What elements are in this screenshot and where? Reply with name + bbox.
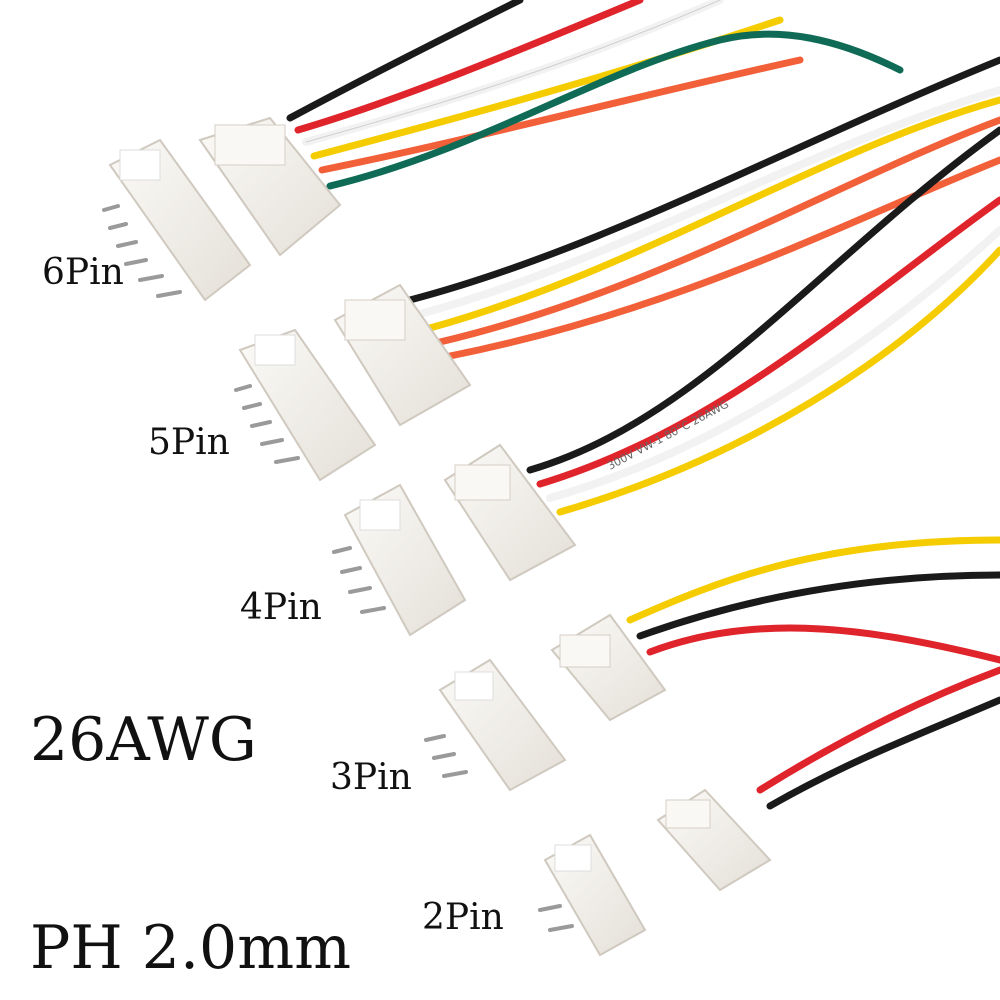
plug-housing-4pin [443, 443, 577, 582]
connector-6pin [102, 0, 904, 302]
header-pins-3pin [424, 734, 468, 778]
wires-3pin [626, 536, 1000, 664]
header-4pin [332, 483, 467, 637]
wires-6pin [286, 0, 904, 190]
label-4pin: 4Pin [240, 587, 322, 628]
wires-2pin [756, 666, 1000, 810]
header-pins-6pin [102, 204, 182, 298]
label-wire-gauge: 26AWG [30, 705, 257, 775]
plug-housing-2pin [656, 788, 772, 892]
plug-housing-5pin [333, 283, 472, 427]
label-3pin: 3Pin [330, 757, 412, 798]
label-pitch: PH 2.0mm [30, 913, 351, 983]
header-5pin [234, 328, 377, 482]
wires-5pin [406, 56, 1000, 360]
header-2pin [538, 833, 647, 957]
connector-5pin [234, 56, 1000, 482]
header-pins-4pin [332, 546, 386, 614]
label-5pin: 5Pin [148, 422, 230, 463]
connector-2pin [538, 666, 1000, 957]
wires-4pin [526, 126, 1000, 516]
label-2pin: 2Pin [422, 897, 504, 938]
connector-3pin [424, 536, 1000, 792]
header-pins-2pin [538, 904, 574, 932]
header-pins-5pin [234, 384, 300, 464]
header-6pin [102, 138, 252, 302]
plug-housing-3pin [550, 613, 667, 722]
label-6pin: 6Pin [42, 252, 124, 293]
plug-housing-6pin [198, 116, 342, 257]
header-3pin [424, 658, 567, 792]
